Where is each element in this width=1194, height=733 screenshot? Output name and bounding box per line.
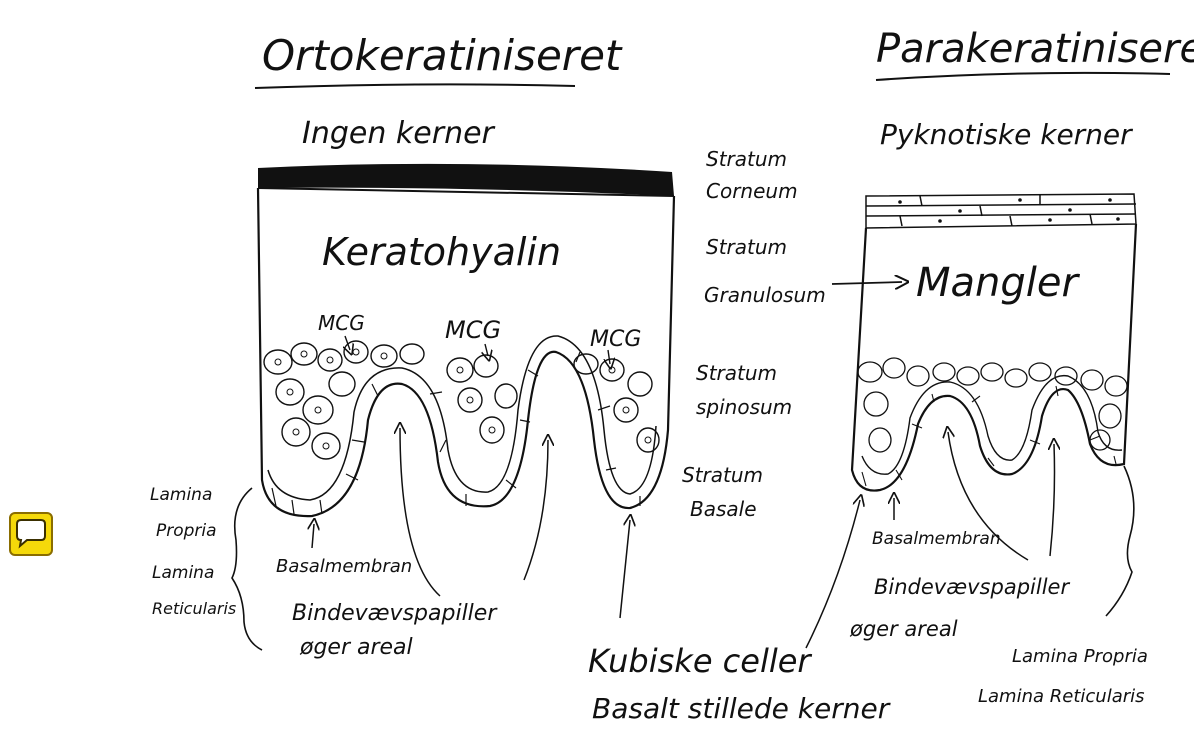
cells-arrow-left	[620, 520, 630, 618]
left-papillae-arrow-2	[524, 440, 548, 580]
left-keratohyalin-label: Keratohyalin	[322, 230, 561, 274]
left-basal-membrane-label: Basalmembran	[276, 556, 412, 577]
left-papillae-line1: Bindevævspapiller	[292, 601, 498, 626]
left-mcg-label-3: MCG	[590, 327, 641, 352]
right-papillae-line1: Bindevævspapiller	[874, 575, 1070, 599]
right-mangler-label: Mangler	[916, 260, 1080, 306]
right-pyknotic-nuclei	[898, 198, 1120, 223]
left-papillae-line2: øger areal	[299, 635, 413, 660]
granulosum-label-1: Stratum	[706, 235, 787, 259]
right-title-underline	[876, 73, 1170, 80]
basale-label-2: Basale	[690, 497, 757, 521]
left-lamina-propria-1: Lamina	[150, 485, 212, 505]
left-mcg-label-1: MCG	[318, 311, 365, 335]
cuboidal-cells-label: Kubiske celler	[588, 642, 812, 680]
left-lamina-brace	[232, 488, 262, 650]
basale-label-1: Stratum	[682, 463, 763, 487]
right-basal-cells	[862, 386, 1116, 486]
right-basal-layer-line	[862, 376, 1122, 475]
right-lamina-reticularis: Lamina Reticularis	[978, 686, 1145, 707]
left-lamina-reticularis-2: Reticularis	[152, 599, 236, 618]
granulosum-arrow	[832, 282, 902, 284]
comment-button[interactable]	[9, 512, 53, 556]
left-basal-membrane-arrow	[312, 524, 314, 548]
spinosum-label-2: spinosum	[696, 395, 792, 419]
left-lamina-reticularis-1: Lamina	[152, 563, 214, 583]
right-spinosum-cells	[858, 358, 1127, 452]
left-lamina-propria-2: Propria	[156, 521, 217, 541]
left-title: Ortokeratiniseret	[262, 31, 623, 80]
right-surface-note: Pyknotiske kerner	[880, 118, 1133, 151]
left-surface-note: Ingen kerner	[302, 116, 496, 151]
right-papillae-line2: øger areal	[849, 617, 958, 641]
corneum-label-1: Stratum	[706, 147, 787, 171]
basal-nuclei-label: Basalt stillede kerner	[592, 692, 891, 725]
left-mcg-arrow-2	[485, 344, 488, 356]
right-lamina-propria: Lamina Propria	[1012, 646, 1148, 667]
speech-bubble-icon	[11, 514, 51, 554]
right-corneum-layer	[866, 194, 1136, 228]
granulosum-label-2: Granulosum	[704, 283, 826, 307]
left-title-underline	[255, 84, 575, 88]
right-lamina-brace	[1106, 466, 1134, 616]
right-papillae-arrow-2	[1050, 444, 1055, 556]
left-mcg-arrow-3	[608, 350, 610, 364]
corneum-label-2: Corneum	[706, 179, 798, 203]
left-mcg-label-2: MCG	[445, 316, 501, 344]
right-title: Parakeratiniseret	[876, 26, 1194, 72]
right-basal-membrane-label: Basalmembran	[872, 529, 1001, 549]
spinosum-label-1: Stratum	[696, 361, 777, 385]
